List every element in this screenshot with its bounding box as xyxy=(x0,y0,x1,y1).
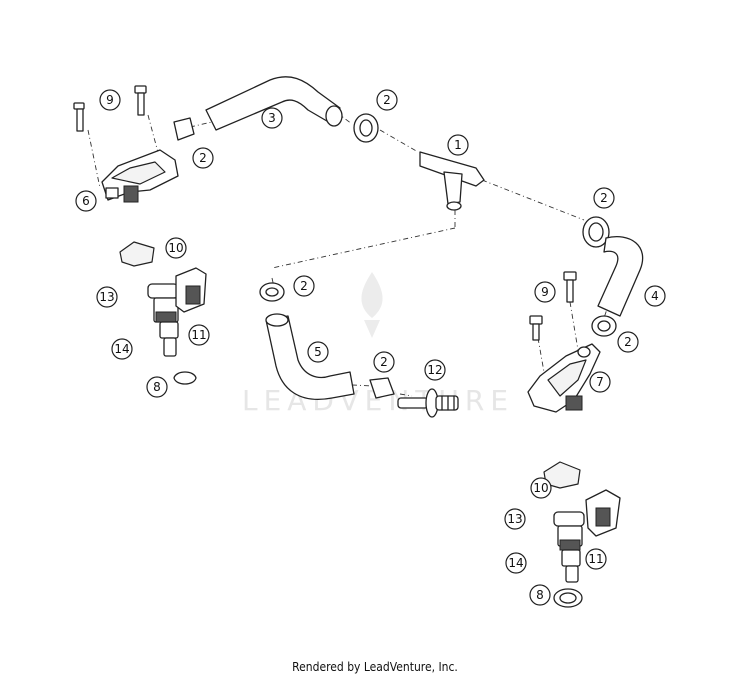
footer-credit: Rendered by LeadVenture, Inc. xyxy=(292,660,458,674)
callout-5: 5 xyxy=(307,341,329,363)
callout-label: 1 xyxy=(454,138,462,152)
callout-3: 3 xyxy=(261,107,283,129)
callout-4: 4 xyxy=(644,285,666,307)
hose-4 xyxy=(597,236,644,317)
callout-2-upper-right: 2 xyxy=(593,187,615,209)
callout-13-right: 13 xyxy=(504,508,526,530)
callout-8-right: 8 xyxy=(529,584,551,606)
clamp-ring-top-left xyxy=(173,117,195,141)
callout-2-top-center: 2 xyxy=(376,89,398,111)
callout-label: 2 xyxy=(383,93,391,107)
callout-label: 7 xyxy=(596,375,604,389)
callout-2-right-middle: 2 xyxy=(617,331,639,353)
callout-label: 14 xyxy=(114,342,129,356)
callout-label: 8 xyxy=(536,588,544,602)
callout-label: 13 xyxy=(99,290,114,304)
callout-label: 2 xyxy=(624,335,632,349)
sensor-bracket-assembly-right xyxy=(527,271,601,413)
callout-1: 1 xyxy=(447,134,469,156)
clamp-upper-right xyxy=(582,216,610,248)
callout-label: 10 xyxy=(533,481,548,495)
fitting-12 xyxy=(397,388,459,418)
callout-14-left: 14 xyxy=(111,338,133,360)
callout-2-bottom-center: 2 xyxy=(373,351,395,373)
watermark: LEADVENTURE xyxy=(242,272,508,417)
sensor-bracket-assembly-left xyxy=(73,85,179,203)
clamp-right-middle xyxy=(591,315,617,337)
callout-label: 11 xyxy=(191,328,206,342)
callout-label: 2 xyxy=(380,355,388,369)
callout-10-left: 10 xyxy=(165,237,187,259)
callout-14-right: 14 xyxy=(505,552,527,574)
injector-assembly-left xyxy=(119,241,207,385)
clamp-top-center xyxy=(353,113,379,143)
callout-12: 12 xyxy=(424,359,446,381)
callout-label: 11 xyxy=(588,552,603,566)
callout-11-right: 11 xyxy=(585,548,607,570)
callout-7: 7 xyxy=(589,371,611,393)
callout-13-left: 13 xyxy=(96,286,118,308)
watermark-flame-icon xyxy=(361,272,383,338)
callout-9-left: 9 xyxy=(99,89,121,111)
callout-label: 2 xyxy=(600,191,608,205)
callout-label: 9 xyxy=(106,93,114,107)
callout-label: 12 xyxy=(427,363,442,377)
callout-9-right: 9 xyxy=(534,281,556,303)
callout-label: 9 xyxy=(541,285,549,299)
callout-label: 2 xyxy=(300,279,308,293)
callout-label: 3 xyxy=(268,111,276,125)
callout-label: 14 xyxy=(508,556,523,570)
hose-3 xyxy=(205,76,343,131)
hose-5 xyxy=(265,313,355,400)
callout-label: 2 xyxy=(199,151,207,165)
callout-label: 10 xyxy=(168,241,183,255)
clamp-bottom-center xyxy=(369,377,395,399)
callout-label: 4 xyxy=(651,289,659,303)
callout-8-left: 8 xyxy=(146,376,168,398)
callout-2-left-middle: 2 xyxy=(293,275,315,297)
clamp-left-middle xyxy=(259,282,285,302)
callout-11-left: 11 xyxy=(188,324,210,346)
callout-label: 6 xyxy=(82,194,90,208)
callout-2-top-left: 2 xyxy=(192,147,214,169)
callout-6: 6 xyxy=(75,190,97,212)
callout-label: 8 xyxy=(153,380,161,394)
callout-label: 13 xyxy=(507,512,522,526)
callout-10-right: 10 xyxy=(530,477,552,499)
callout-label: 5 xyxy=(314,345,322,359)
injector-assembly-right xyxy=(543,461,621,608)
t-connector-1 xyxy=(419,151,485,211)
